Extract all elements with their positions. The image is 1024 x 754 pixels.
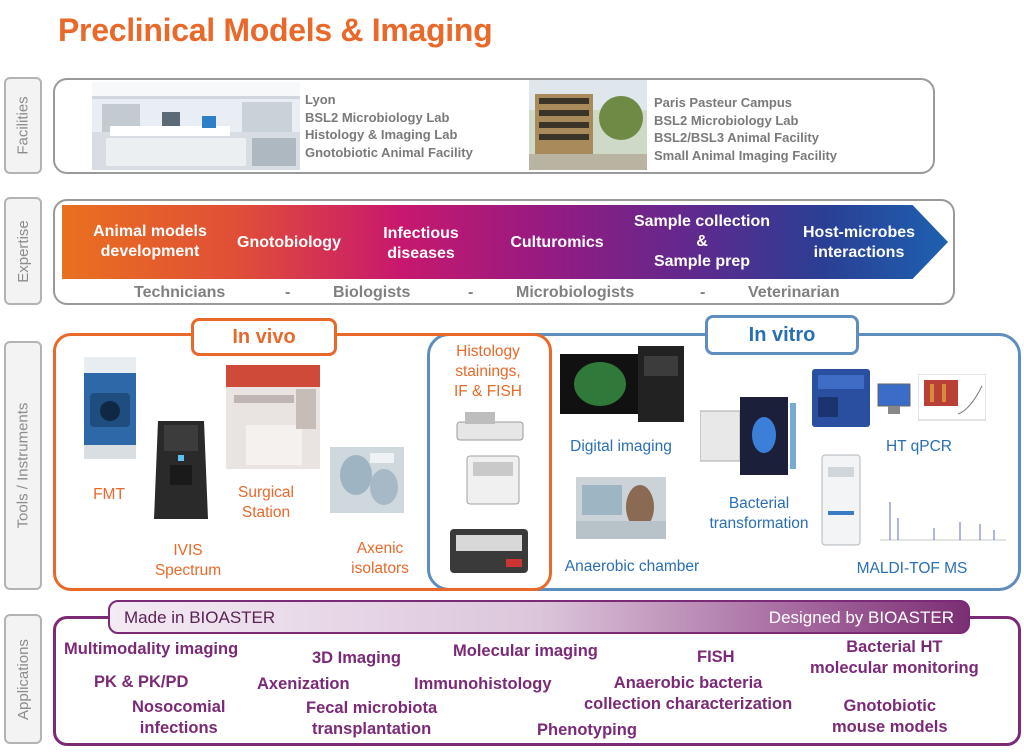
staff-biologists: Biologists [333,284,411,301]
maldi-tof-instrument-image [821,454,861,546]
paris-line: Small Animal Imaging Facility [654,147,838,163]
ht-qpcr-label: HT qPCR [885,438,953,455]
staff-veterinarian: Veterinarian [748,284,840,301]
paris-facility-text: Paris Pasteur Campus BSL2 Microbiology L… [654,94,837,164]
lyon-line: Histology & Imaging Lab [305,127,458,142]
page-title: Preclinical Models & Imaging [58,12,493,48]
lyon-line: BSL2 Microbiology Lab [305,109,450,125]
maldi-tof-label: MALDI-TOF MS [856,560,968,577]
in-vitro-tag: In vitro [705,315,859,355]
axenic-isolator-image [330,447,404,513]
anaerobic-chamber-image [576,477,666,539]
fmt-instrument-image [84,357,136,459]
expertise-culturomics: Culturomics [510,234,604,251]
anaerobic-chamber-label: Anaerobic chamber [564,558,700,575]
fmt-label: FMT [93,486,125,503]
paris-line: Paris Pasteur Campus [654,95,793,110]
side-label-facilities: Facilities [4,77,42,174]
expertise-sample-collection: Sample collection&Sample prep [633,213,771,270]
slide-scanner-image [450,529,528,573]
digital-imaging-image [560,346,684,422]
app-fish: FISH [697,648,735,666]
lyon-lab-photo [92,82,300,170]
staff-microbiologists: Microbiologists [516,284,635,301]
computer-image [877,383,911,414]
microtome-image [456,412,524,441]
staff-separator: - [468,284,474,301]
paris-campus-photo [529,80,647,170]
side-label-applications: Applications [4,614,42,744]
ht-qpcr-instrument-image [812,369,870,427]
surgical-station-image [226,365,320,469]
app-3d-imaging: 3D Imaging [312,649,401,667]
qpcr-result-image [918,374,986,421]
expertise-gnotobiology: Gnotobiology [237,234,341,251]
app-pk-pkpd: PK & PK/PD [94,673,189,691]
app-phenotyping: Phenotyping [537,721,637,739]
staff-separator: - [285,284,291,301]
lyon-facility-text: Lyon BSL2 Microbiology Lab Histology & I… [305,91,473,161]
staff-technicians: Technicians [134,284,226,301]
side-label-expertise: Expertise [4,197,42,305]
app-axenization: Axenization [257,675,350,693]
maldi-spectrum-image [880,502,1006,541]
ivis-instrument-image [154,421,208,519]
made-in-bioaster: Made in BIOASTER [124,608,276,627]
paris-line: BSL2/BSL3 Animal Facility [654,130,819,145]
bioaster-banner: Made in BIOASTER Designed by BIOASTER [108,600,970,634]
in-vivo-tag: In vivo [191,318,337,356]
cryostat-image [466,455,520,505]
app-immunohistology: Immunohistology [414,675,552,693]
staff-separator: - [700,284,706,301]
lyon-line: Gnotobiotic Animal Facility [305,144,473,160]
digital-imaging-label: Digital imaging [570,438,672,455]
bacterial-transformation-image [700,397,796,475]
side-label-tools: Tools / Instruments [4,341,42,590]
lyon-line: Lyon [305,92,336,107]
designed-by-bioaster: Designed by BIOASTER [768,608,954,627]
expertise-arrow [62,205,948,279]
paris-line: BSL2 Microbiology Lab [654,112,799,128]
app-multimodality-imaging: Multimodality imaging [64,640,239,658]
app-molecular-imaging: Molecular imaging [453,642,598,660]
